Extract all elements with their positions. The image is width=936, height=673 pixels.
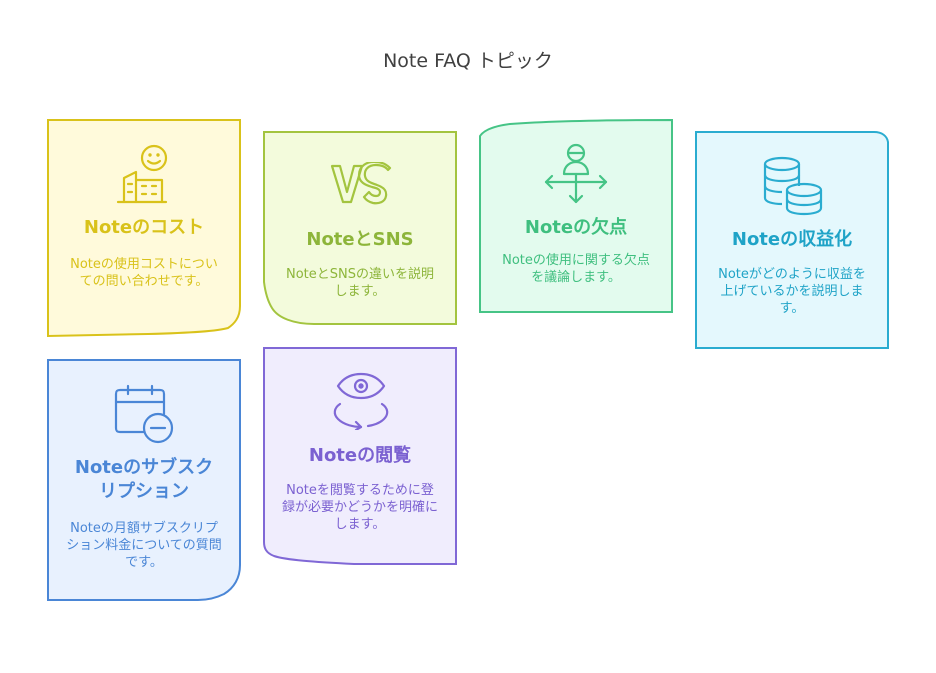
card-monetization: Noteの収益化 Noteがどのように収益を上げているかを説明します。: [695, 131, 889, 349]
card-subscription-title: Noteのサブスクリプション: [74, 457, 214, 502]
card-viewing-title: Noteの閲覧: [308, 445, 412, 466]
card-sns: NoteとSNS NoteとSNSの違いを説明します。: [263, 131, 457, 325]
vs-icon: [330, 160, 392, 210]
card-drawbacks-title: Noteの欠点: [524, 217, 628, 238]
coins-icon: [762, 154, 824, 220]
person-building-icon: [116, 144, 170, 208]
calendar-minus-icon: [114, 384, 176, 450]
card-cost-title: Noteのコスト: [83, 217, 205, 238]
card-subscription-description: Noteの月額サブスクリプション料金についての質問です。: [66, 521, 222, 570]
eye-cycle-icon: [330, 372, 392, 434]
card-monetization-shape: [695, 131, 889, 349]
card-monetization-description: Noteがどのように収益を上げているかを説明します。: [718, 267, 866, 316]
card-drawbacks: Noteの欠点 Noteの使用に関する欠点を議論します。: [479, 118, 673, 313]
card-sns-shape: [263, 131, 457, 325]
page-title: Note FAQ トピック: [383, 50, 553, 72]
card-drawbacks-description: Noteの使用に関する欠点を議論します。: [502, 253, 650, 285]
card-cost: Noteのコスト Noteの使用コストについての問い合わせです。: [47, 119, 241, 338]
card-viewing: Noteの閲覧 Noteを閲覧するために登録が必要かどうかを明確にします。: [263, 347, 457, 565]
card-drawbacks-shape: [479, 118, 673, 313]
card-cost-shape: [47, 119, 241, 338]
card-monetization-title: Noteの収益化: [731, 229, 853, 250]
card-viewing-description: Noteを閲覧するために登録が必要かどうかを明確にします。: [282, 483, 439, 532]
card-subscription: Noteのサブスクリプション Noteの月額サブスクリプション料金についての質問…: [47, 359, 241, 601]
card-sns-title: NoteとSNS: [306, 229, 414, 250]
person-arrows-icon: [544, 142, 608, 210]
card-subscription-shape: [47, 359, 241, 601]
card-sns-description: NoteとSNSの違いを説明します。: [285, 267, 434, 299]
card-viewing-shape: [263, 347, 457, 565]
card-cost-description: Noteの使用コストについての問い合わせです。: [70, 257, 218, 289]
